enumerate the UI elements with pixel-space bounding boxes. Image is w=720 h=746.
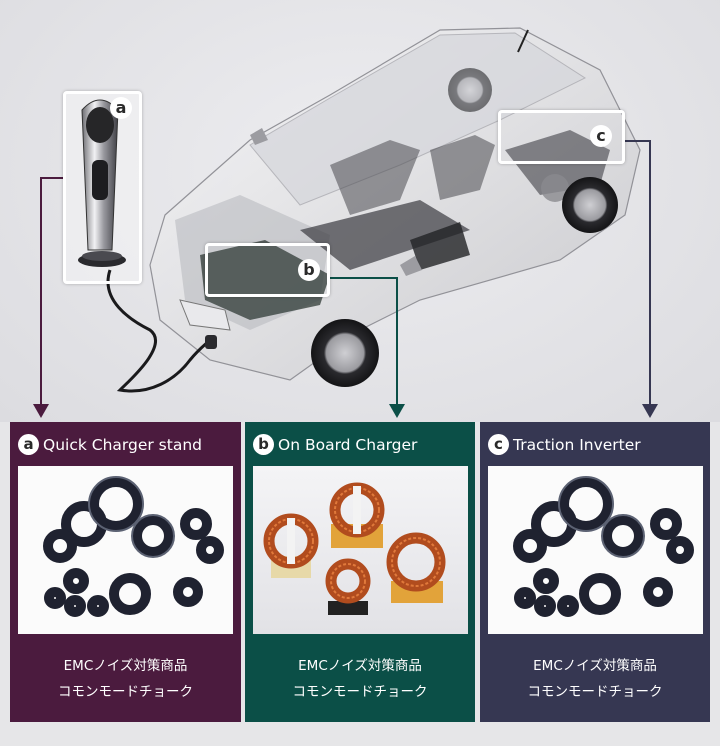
marker-box-a [63,91,142,284]
car [149,27,641,387]
panel-badge-c: c [488,434,509,455]
product-photo-cores [488,466,703,634]
connector-c [624,140,658,418]
charger-stand [66,94,140,282]
caption-line2: コモンモードチョーク [58,684,193,700]
panel-on-board-charger: b On Board Charger [245,422,475,722]
marker-box-c [498,110,625,164]
panel-traction-inverter: c Traction Inverter E [480,422,710,722]
caption-line1: EMCノイズ対策商品 [298,658,422,674]
connector-b [330,277,405,418]
connector-a [33,177,66,418]
panel-title-text: Quick Charger stand [43,435,202,454]
panel-title-text: On Board Charger [278,435,418,454]
product-photo-chokes [253,466,468,634]
arrow-down-icon [642,404,658,418]
charging-cable [106,269,212,393]
panel-title-a: a Quick Charger stand [18,434,202,455]
caption-line1: EMCノイズ対策商品 [63,658,188,674]
rear-wheel [562,177,618,233]
arrow-down-icon [389,404,405,418]
panel-badge-b: b [253,434,274,455]
marker-badge-b: b [298,259,320,281]
marker-box-b [205,243,330,297]
marker-badge-a: a [110,97,132,119]
front-wheel [311,319,379,387]
caption-line2: コモンモードチョーク [292,684,428,700]
arrow-down-icon [33,404,49,418]
panel-badge-a: a [18,434,39,455]
panel-quick-charger: a Quick Charger stand [10,422,241,722]
panel-title-text: Traction Inverter [513,435,641,454]
caption-line2: コモンモードチョーク [527,684,663,700]
panel-title-b: b On Board Charger [253,434,417,455]
caption-line1: EMCノイズ対策商品 [533,658,657,674]
panel-title-c: c Traction Inverter [488,434,641,455]
product-photo-cores [18,466,233,634]
marker-badge-c: c [590,125,612,147]
